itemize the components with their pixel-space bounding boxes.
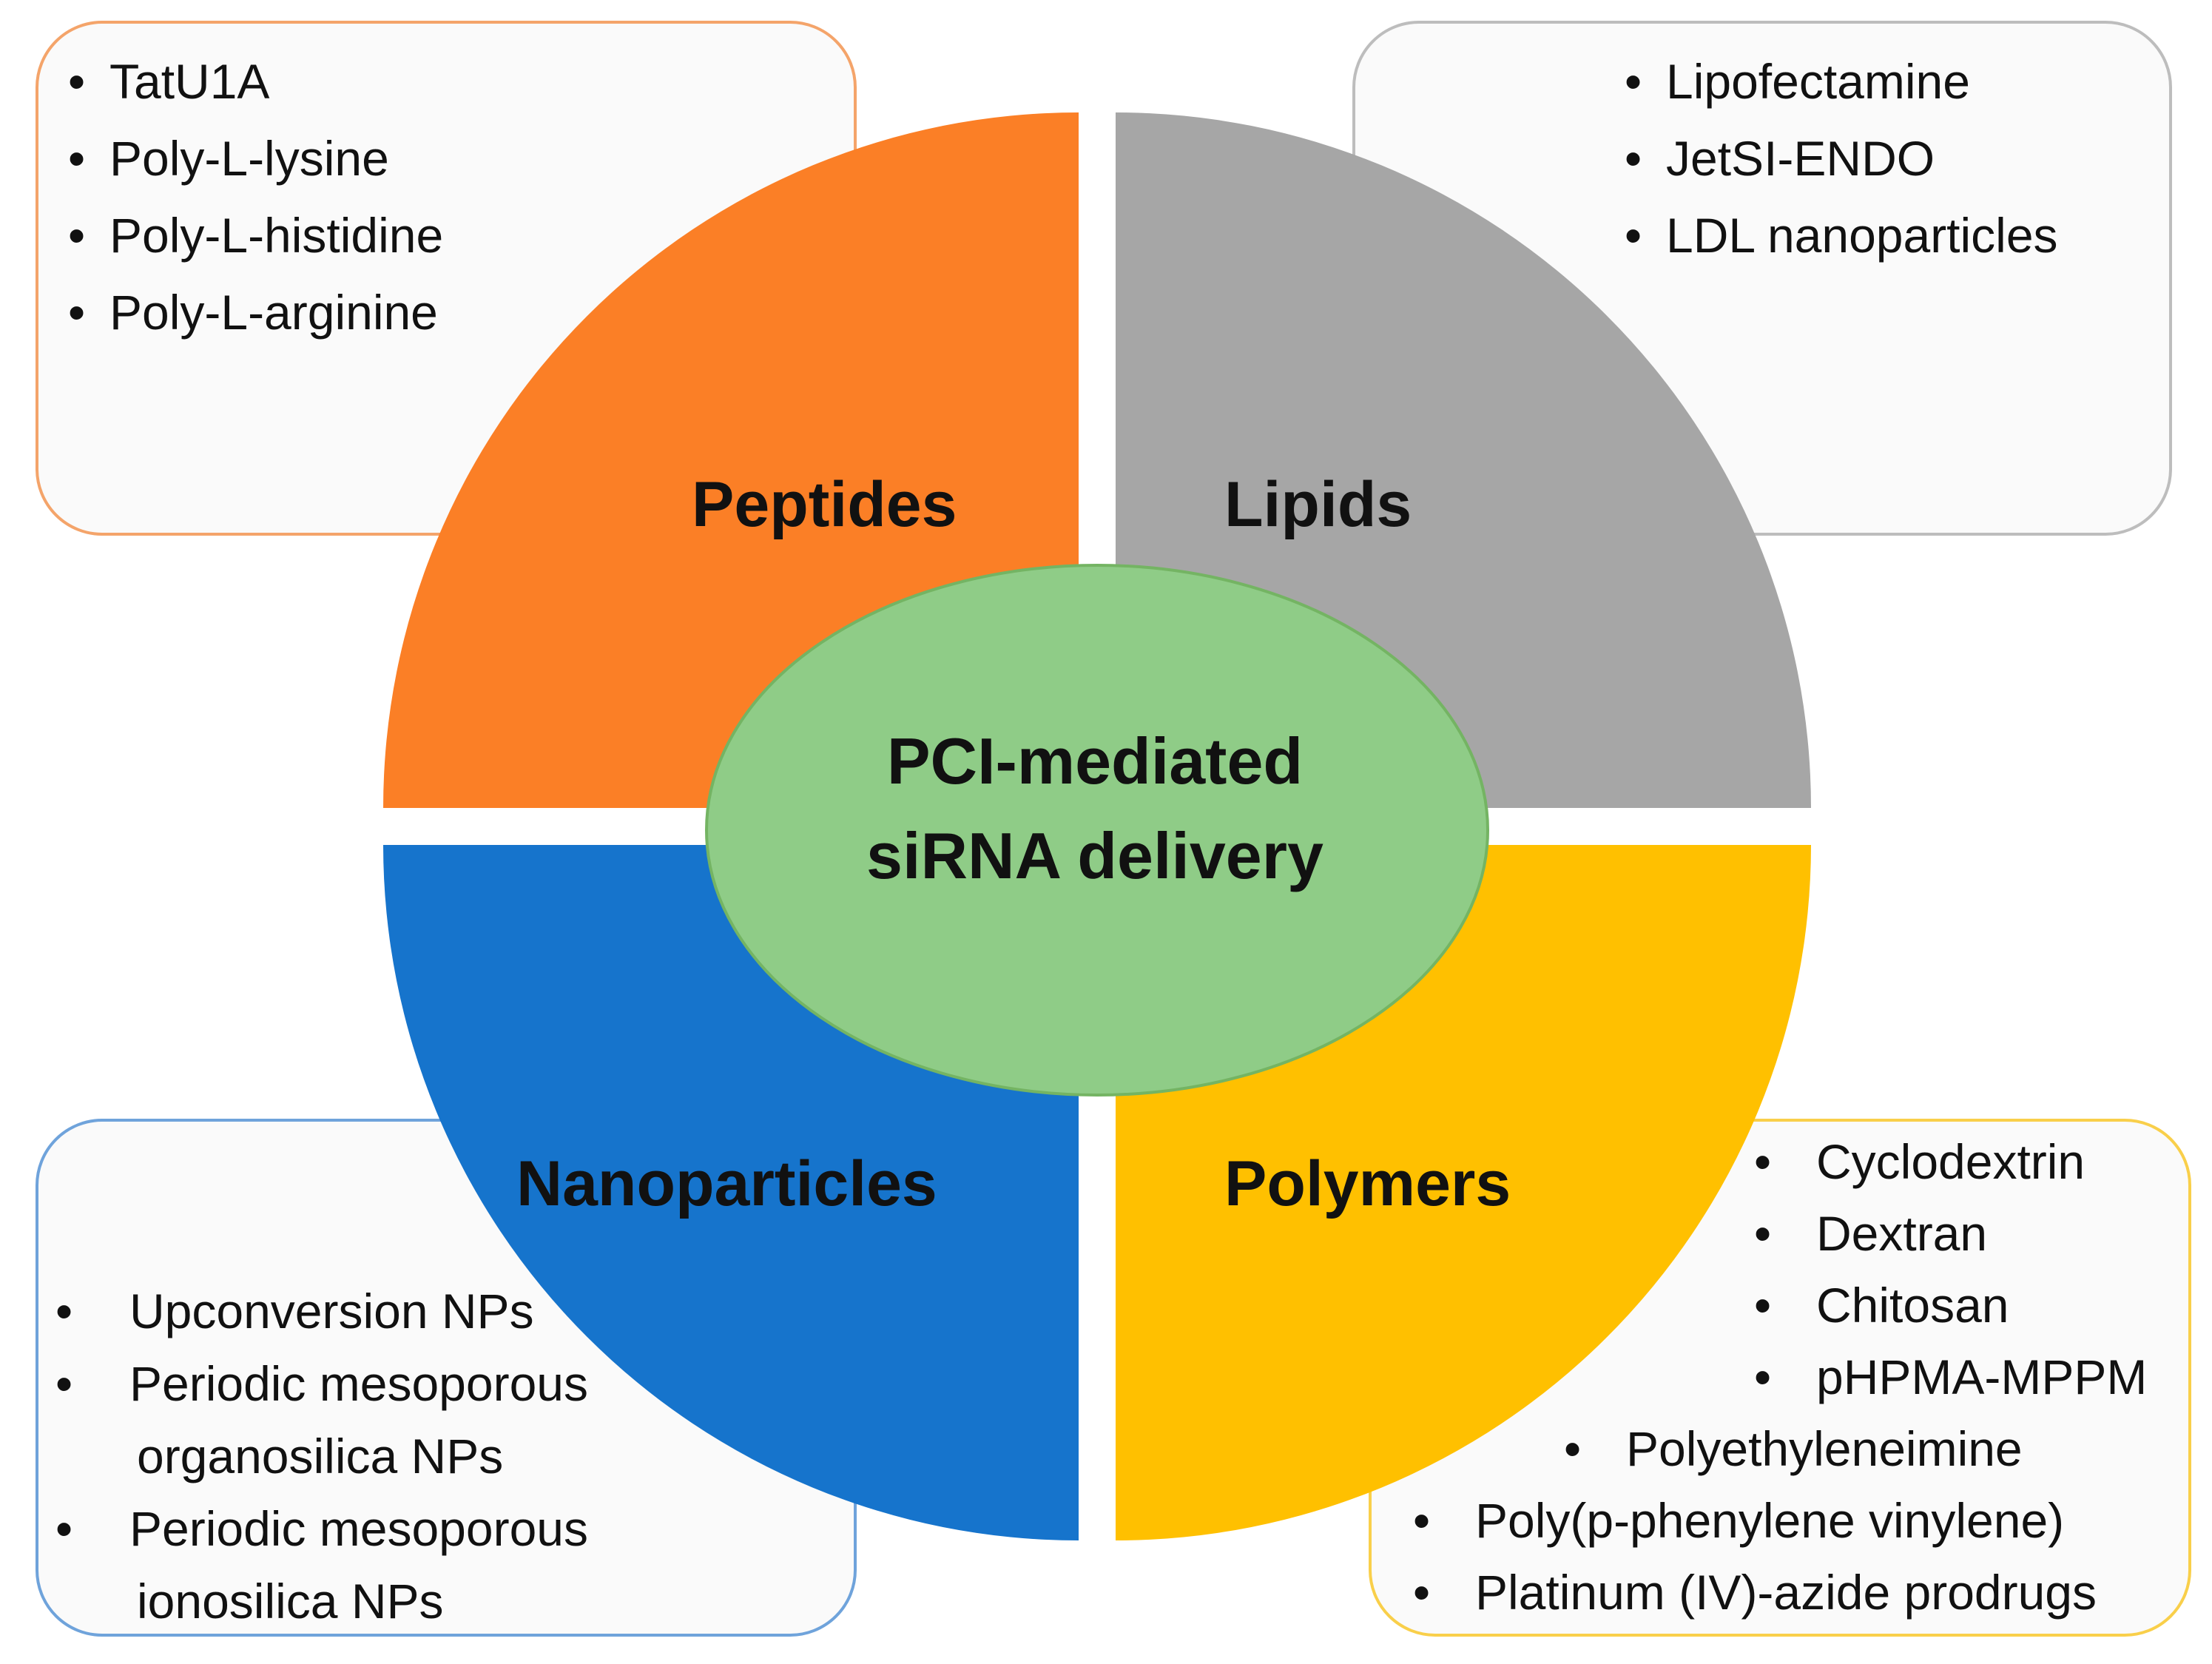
- list-item-text: Chitosan: [1816, 1278, 2009, 1333]
- list-item: Lipofectamine: [1625, 43, 2058, 120]
- list-item: • Polyethyleneimine: [1564, 1419, 2023, 1478]
- list-item: • pHPMA-MPPM: [1754, 1347, 2148, 1407]
- list-item-continuation: ionosilica NPs: [137, 1572, 444, 1631]
- bullet: •: [1754, 1134, 1772, 1189]
- list-item-text: Periodic mesoporous: [129, 1501, 588, 1556]
- bullet: •: [55, 1356, 73, 1411]
- list-item: JetSI-ENDO: [1625, 120, 2058, 197]
- list-item-text: organosilica NPs: [137, 1429, 504, 1483]
- list-item: LDL nanoparticles: [1625, 197, 2058, 274]
- center-ellipse: [705, 564, 1489, 1097]
- bullet: •: [1754, 1278, 1772, 1333]
- bullet: •: [1564, 1421, 1582, 1476]
- bullet: •: [1413, 1493, 1431, 1548]
- lipids-label: Lipids: [1224, 469, 1412, 540]
- list-item-text: pHPMA-MPPM: [1816, 1350, 2148, 1404]
- list-item: • Dextran: [1754, 1204, 1988, 1263]
- list-item-text: Poly(p-phenylene vinylene): [1475, 1493, 2065, 1548]
- bullet: •: [1754, 1350, 1772, 1404]
- list-item: • Chitosan: [1754, 1276, 2009, 1335]
- bullet: •: [1754, 1206, 1772, 1261]
- bullet: •: [55, 1284, 73, 1338]
- list-item-text: ionosilica NPs: [137, 1574, 444, 1628]
- list-item: • Periodic mesoporous: [55, 1354, 588, 1413]
- peptides-label: Peptides: [692, 469, 957, 540]
- list-item: • Upconversion NPs: [55, 1281, 534, 1341]
- list-item-text: Periodic mesoporous: [129, 1356, 588, 1411]
- lipids-list: Lipofectamine JetSI-ENDO LDL nanoparticl…: [1625, 43, 2058, 274]
- bullet: •: [1413, 1565, 1431, 1620]
- list-item: • Cyclodextrin: [1754, 1132, 2085, 1191]
- list-item: • Periodic mesoporous: [55, 1499, 588, 1558]
- list-item: • Poly(p-phenylene vinylene): [1413, 1491, 2065, 1550]
- list-item-text: Cyclodextrin: [1816, 1134, 2085, 1189]
- center-title-line-2: siRNA delivery: [866, 819, 1324, 892]
- list-item: Poly-L-lysine: [68, 120, 443, 197]
- center-title-line-1: PCI-mediated: [886, 724, 1304, 798]
- list-item: Poly-L-arginine: [68, 274, 443, 351]
- nanoparticles-label: Nanoparticles: [516, 1148, 937, 1219]
- polymers-label: Polymers: [1224, 1148, 1511, 1219]
- list-item-text: Upconversion NPs: [129, 1284, 534, 1338]
- bullet: •: [55, 1501, 73, 1556]
- list-item: TatU1A: [68, 43, 443, 120]
- list-item-text: Polyethyleneimine: [1626, 1421, 2023, 1476]
- list-item: • Platinum (IV)-azide prodrugs: [1413, 1563, 2097, 1622]
- list-item-text: Dextran: [1816, 1206, 1988, 1261]
- list-item: Poly-L-histidine: [68, 197, 443, 274]
- list-item-text: Platinum (IV)-azide prodrugs: [1475, 1565, 2097, 1620]
- list-item-continuation: organosilica NPs: [137, 1426, 503, 1486]
- center-title: PCI-mediated siRNA delivery: [707, 714, 1483, 903]
- peptides-list: TatU1A Poly-L-lysine Poly-L-histidine Po…: [68, 43, 443, 351]
